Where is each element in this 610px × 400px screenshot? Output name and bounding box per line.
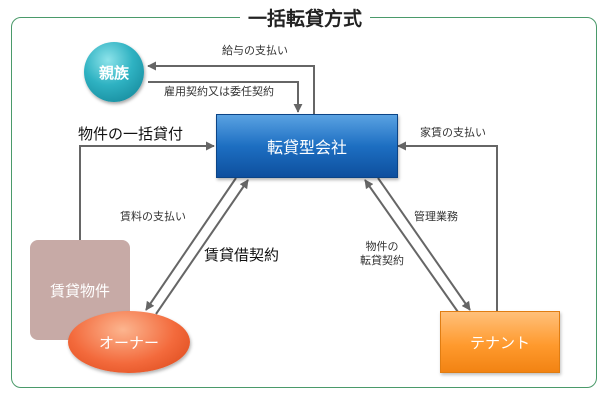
arrow-rent-fee-to-owner [145,177,237,311]
node-tenant: テナント [440,311,560,373]
arrow-salary-payment [147,61,315,114]
node-tenant-label: テナント [469,333,530,352]
arrow-rent-payment [397,141,498,311]
arrow-bulk-lease [79,141,215,240]
diagram-title-wrap: 一括転貸方式 [0,4,610,31]
label-bulk-lease: 物件の一括貸付 [78,125,184,143]
diagram-title: 一括転貸方式 [239,8,370,30]
label-rent-fee-payment: 賃料の支払い [120,210,186,223]
label-management: 管理業務 [414,210,458,223]
node-family-label: 親族 [98,63,129,82]
node-owner: オーナー [68,311,190,373]
node-property-label: 賃貸物件 [49,281,110,300]
label-employment-contract: 雇用契約又は委任契約 [164,85,274,98]
label-salary-payment: 給与の支払い [222,44,288,57]
label-lease-contract: 賃貸借契約 [204,246,280,264]
node-family: 親族 [84,42,144,102]
arrow-employment-contract [148,81,303,113]
label-rent-payment: 家賃の支払い [420,126,486,139]
node-owner-label: オーナー [98,333,159,352]
label-sublease-line2: 転貸契約 [360,254,404,267]
arrow-lease-contract-to-company [155,179,249,315]
node-sublease-company: 転貸型会社 [216,114,398,178]
arrow-management-to-tenant [377,177,471,311]
arrow-sublease-to-company [364,179,459,313]
node-company-label: 転貸型会社 [266,138,347,157]
label-sublease-contract: 物件の 転貸契約 [352,240,412,268]
label-sublease-line1: 物件の [365,240,399,253]
